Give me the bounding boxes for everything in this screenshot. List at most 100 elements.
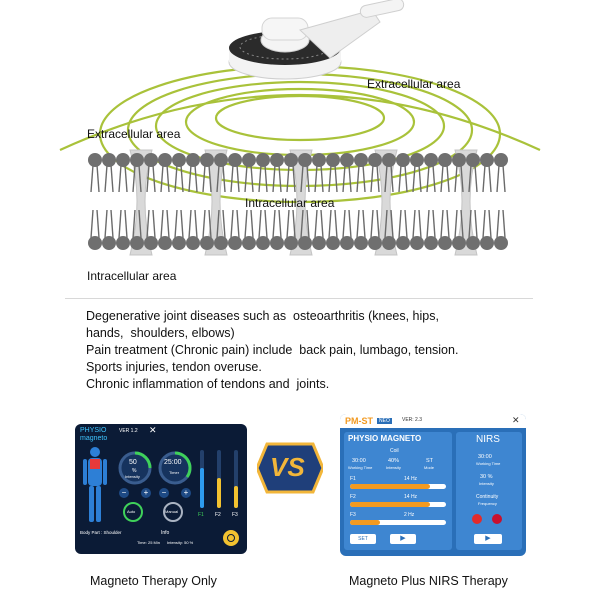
lipid-tail [482, 164, 486, 193]
power-icon [227, 534, 235, 542]
lipid-head [396, 236, 410, 250]
lipid-head [424, 236, 438, 250]
lipid-head [116, 153, 130, 167]
lipid-tail [468, 209, 472, 239]
lipid-head [452, 236, 466, 250]
lipid-head [228, 236, 242, 250]
stat-label-intensity: Intensity [386, 465, 401, 470]
lipid-head [340, 153, 354, 167]
lipid-head [200, 236, 214, 250]
lipid-tail [180, 164, 184, 193]
lipid-head [354, 153, 368, 167]
lipid-tail [370, 164, 374, 193]
extracellular-label-top: Extracellular area [367, 77, 461, 91]
lipid-tail [258, 164, 262, 193]
power-button[interactable] [223, 530, 239, 546]
lipid-head [326, 236, 340, 250]
lipid-tail [110, 209, 114, 239]
lipid-tail [160, 209, 164, 239]
close-icon[interactable]: ✕ [512, 415, 520, 425]
lipid-head [410, 236, 424, 250]
brand-badge: NEO [377, 418, 392, 424]
intensity-minus-button[interactable]: − [119, 488, 129, 498]
lipid-tail [300, 164, 304, 193]
lipid-head [186, 236, 200, 250]
body-part-title: Body Part : Shoulder [80, 530, 122, 535]
brand-logo: PM-ST [345, 416, 373, 426]
frequency-slider-f1[interactable] [200, 450, 204, 508]
lipid-tail [110, 164, 114, 193]
lipid-tail [124, 164, 128, 193]
set-button[interactable]: SET [350, 534, 376, 544]
lipid-head [270, 236, 284, 250]
timer-minus-button[interactable]: − [159, 488, 169, 498]
freq-slider-f1[interactable] [350, 484, 446, 489]
lipid-tail [188, 164, 192, 193]
screen-header [340, 414, 526, 428]
auto-button-label: Auto [127, 509, 136, 514]
indication-line: Sports injuries, tendon overuse. [86, 360, 262, 374]
lipid-head [256, 236, 270, 250]
lipid-head [340, 236, 354, 250]
timer-dial[interactable] [157, 450, 193, 486]
lipid-tail [328, 164, 332, 193]
lipid-tail [390, 209, 394, 239]
manual-button[interactable]: Manual [163, 502, 183, 522]
nirs-play-button[interactable]: ▶ [474, 534, 502, 544]
lipid-tail [286, 209, 290, 239]
lipid-tail [222, 164, 226, 193]
lipid-tail [356, 164, 360, 193]
play-button[interactable]: ▶ [390, 534, 416, 544]
slider-fill [350, 502, 430, 507]
freq-name-f3: F3 [350, 512, 356, 518]
lipid-tail [404, 209, 408, 239]
lipid-head [144, 236, 158, 250]
magneto-nirs-screen: PM-ST NEO VER: 2.3 ✕ PHYSIO MAGNETO Coil… [340, 414, 526, 556]
intensity-plus-button[interactable]: + [141, 488, 151, 498]
lipid-tail [166, 209, 170, 239]
stat-value-intensity: 40% [388, 458, 400, 464]
lipid-tail [244, 164, 248, 193]
nirs-infrared-light-icon[interactable] [492, 514, 502, 524]
frequency-slider-f3[interactable] [234, 450, 238, 508]
lipid-tail [412, 209, 416, 239]
lipid-head [242, 236, 256, 250]
lipid-tail [118, 164, 122, 193]
lipid-tail [342, 164, 346, 193]
lipid-head [172, 236, 186, 250]
lipid-head [494, 236, 508, 250]
lipid-head [354, 236, 368, 250]
indication-line: hands, shoulders, elbows) [86, 326, 235, 340]
lipid-tail [118, 209, 122, 239]
lipid-head [326, 153, 340, 167]
freq-slider-f2[interactable] [350, 502, 446, 507]
lipid-tail [236, 209, 240, 239]
lipid-tail [460, 209, 464, 239]
close-icon[interactable]: ✕ [149, 425, 157, 435]
lipid-tail [194, 164, 198, 193]
nirs-intensity-label: Intensity [479, 481, 494, 486]
lipid-tail [334, 164, 338, 193]
lipid-head [256, 153, 270, 167]
auto-button[interactable]: Auto [123, 502, 143, 522]
lipid-head [228, 153, 242, 167]
frequency-slider-f2[interactable] [217, 450, 221, 508]
lipid-tail [474, 164, 478, 193]
timer-plus-button[interactable]: + [181, 488, 191, 498]
lipid-head [158, 236, 172, 250]
lipid-tail [272, 209, 276, 239]
lipid-head [270, 153, 284, 167]
nirs-time-label: Working Time [476, 461, 501, 466]
lipid-tail [272, 164, 276, 193]
lipid-tail [286, 164, 290, 193]
lipid-head [466, 236, 480, 250]
lipid-tail [264, 209, 268, 239]
lipid-tail [96, 164, 100, 193]
freq-slider-f3[interactable] [350, 520, 446, 525]
intensity-dial[interactable] [117, 450, 153, 486]
lipid-head [102, 153, 116, 167]
nirs-red-light-icon[interactable] [472, 514, 482, 524]
lipid-tail [418, 209, 422, 239]
stat-value-mode: ST [426, 458, 434, 464]
lipid-head [396, 153, 410, 167]
